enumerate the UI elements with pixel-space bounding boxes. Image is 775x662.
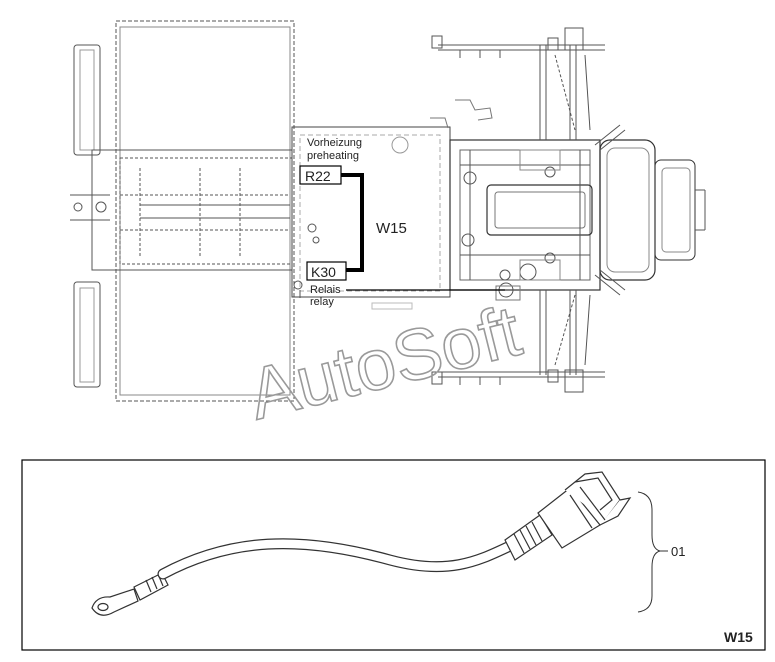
lift-arm-bottom (431, 290, 605, 393)
cable-w15-route (341, 173, 364, 272)
left-roller-bottom (73, 281, 101, 388)
left-frame-inner (119, 157, 293, 265)
ring-terminal-hole (97, 602, 109, 612)
left-housing-outline (115, 20, 295, 402)
left-roller-top (73, 44, 101, 156)
cable-harness-illustration (91, 471, 632, 616)
machine-top-view (70, 20, 706, 402)
left-roller-top-inner (79, 49, 95, 151)
preheating-label-de: Vorheizung (307, 137, 362, 149)
left-housing-inner (119, 26, 291, 396)
cable-w15-line (341, 173, 364, 272)
radiator (599, 139, 656, 281)
connector-boot (504, 514, 553, 561)
engine-block (486, 184, 593, 236)
terminal-k30-label: K30 (311, 264, 336, 280)
front-weight (654, 159, 696, 261)
cable-id-label: W15 (376, 220, 407, 237)
terminal-r22-box (299, 165, 342, 185)
detail-panel (21, 459, 766, 651)
terminal-k30-box (306, 261, 347, 281)
lift-arm-top (431, 27, 605, 140)
left-frame (91, 149, 293, 271)
preheating-label-en: preheating (307, 150, 359, 162)
detail-panel-id: W15 (724, 629, 753, 645)
cable-wire-inner (158, 539, 515, 579)
relay-label-de: Relais (310, 284, 341, 296)
callout-bracket (637, 491, 668, 613)
terminal-r22-label: R22 (305, 168, 331, 184)
watermark: AutoSoft (241, 291, 528, 435)
relay-label-en: relay (310, 296, 334, 308)
callout-number: 01 (671, 544, 685, 559)
engine-compartment (449, 139, 601, 291)
left-roller-bottom-inner (79, 287, 95, 383)
